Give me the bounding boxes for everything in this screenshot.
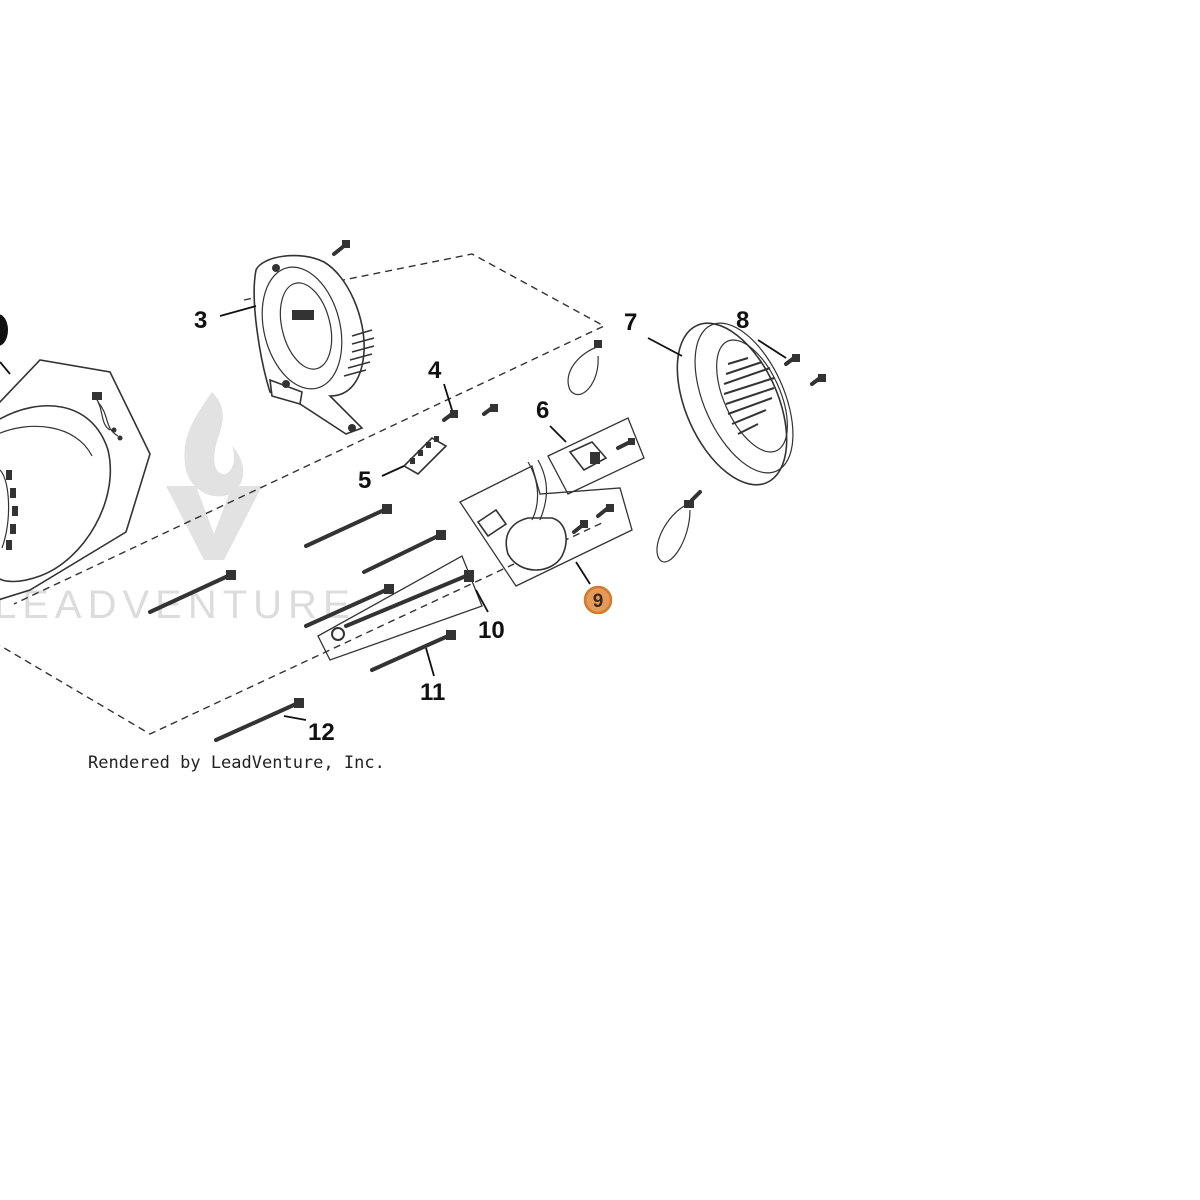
end-cover-grille (676, 322, 794, 486)
callout-9-highlight[interactable]: 9 (583, 585, 613, 615)
through-bolts-10 (304, 504, 489, 661)
brush-holder-kit (547, 417, 645, 495)
callout-3: 3 (194, 307, 207, 334)
motor-housing (0, 314, 151, 601)
cable-tie-lower (656, 490, 702, 563)
bolt-left-long (148, 570, 236, 614)
callout-leaders (219, 305, 787, 477)
callout-9[interactable]: 9 (593, 591, 604, 612)
housing-top-screw (332, 240, 350, 256)
grille-slots (723, 357, 775, 435)
bolt-11 (370, 630, 456, 677)
callout-4: 4 (428, 357, 442, 384)
watermark-text: LEADVENTURE (0, 583, 356, 627)
render-credit: Rendered by LeadVenture, Inc. (88, 753, 385, 773)
screw-set-4 (442, 404, 498, 422)
cable-tie-upper (567, 340, 602, 396)
stator-slots (6, 470, 18, 550)
callout-7: 7 (624, 309, 637, 336)
cover-screws (784, 354, 826, 386)
callout-9-badge[interactable] (583, 585, 613, 615)
callout-8: 8 (736, 307, 749, 334)
watermark: LEADVENTURE (0, 392, 356, 627)
assembly-dashed-outline (0, 253, 606, 735)
callout-6: 6 (536, 397, 549, 424)
voltage-regulator-assembly (459, 459, 633, 587)
motor-wire-harness (92, 392, 123, 441)
callout-5: 5 (358, 467, 371, 494)
end-bell-housing (253, 240, 375, 435)
bolt-12 (214, 698, 307, 742)
housing-fins (343, 329, 375, 377)
flame-logo-watermark (166, 392, 262, 560)
callout-12: 12 (308, 719, 335, 746)
callout-1-partial (0, 314, 8, 346)
terminal-block (402, 436, 448, 475)
callout-10: 10 (478, 617, 505, 644)
callout-11: 11 (420, 679, 445, 706)
